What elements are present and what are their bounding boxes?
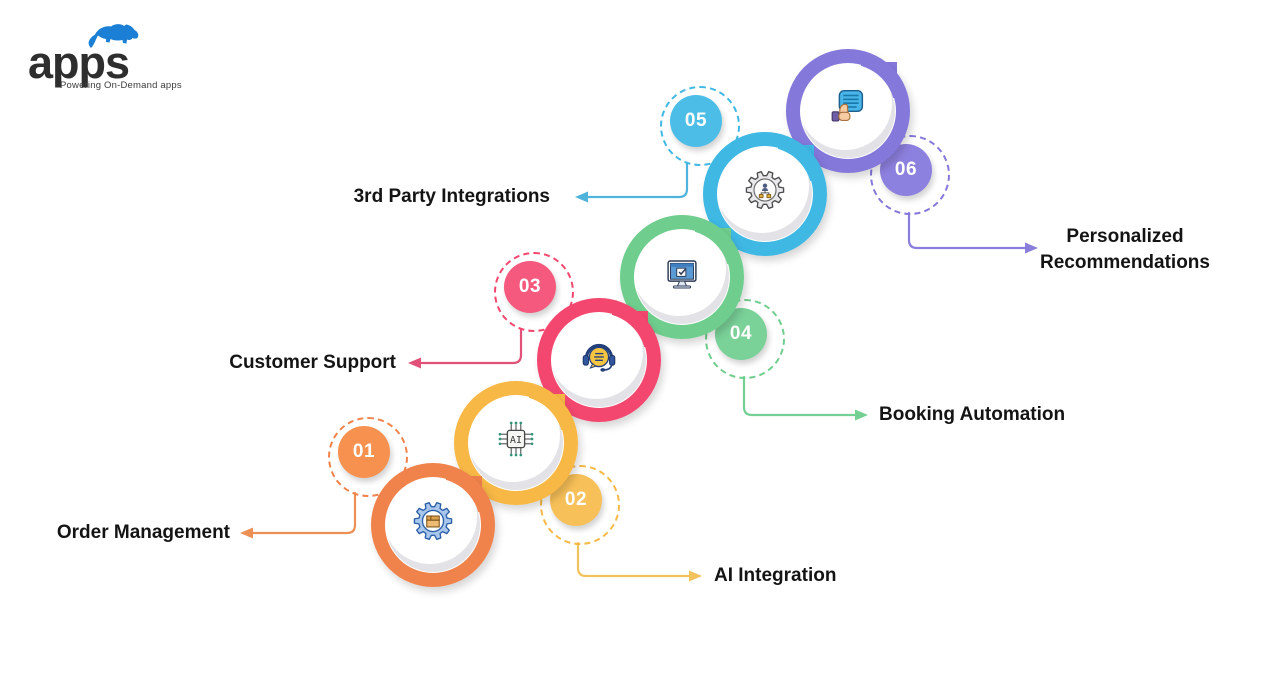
connector-arrowhead: [408, 357, 421, 369]
svg-text:AI: AI: [510, 435, 522, 446]
connector-line: [418, 327, 523, 365]
step-number-badge-personalized-recommendations: 06: [870, 135, 950, 215]
step-number-dashed-ring: [494, 252, 574, 332]
connector-line: [907, 211, 1028, 250]
step-label-booking-automation: Booking Automation: [879, 404, 1066, 425]
step-number-dashed-ring: [540, 465, 620, 545]
step-ai-integration: AI: [454, 381, 578, 505]
step-number-dashed-ring: [870, 135, 950, 215]
rhino-logo-icon: [88, 24, 139, 48]
connector-arrowhead: [575, 191, 588, 203]
connector-arrowhead: [689, 570, 702, 582]
step-number-badge-3rd-party-integrations: 05: [660, 86, 740, 166]
connector-arrowhead: [855, 409, 868, 421]
booking-automation-icon: [667, 260, 697, 289]
logo-tagline: Powering On-Demand apps: [60, 80, 182, 91]
step-number: 03: [518, 276, 542, 297]
step-number: 05: [684, 110, 708, 131]
ai-integration-icon: AI: [498, 421, 534, 457]
connector-arrowhead: [240, 527, 253, 539]
step-personalized-recommendations: [786, 49, 910, 173]
step-number-dashed-ring: [705, 299, 785, 379]
connector-line: [250, 491, 357, 535]
step-number-dashed-ring: [328, 417, 408, 497]
step-number-badge-customer-support: 03: [494, 252, 574, 332]
step-label-customer-support: Customer Support: [229, 352, 396, 373]
customer-support-icon: [582, 343, 616, 372]
step-number-circle: 04: [715, 308, 767, 360]
step-label-3rd-party-integrations: 3rd Party Integrations: [353, 186, 550, 207]
connector-line: [585, 161, 689, 199]
logo-wordmark: apps: [28, 37, 130, 88]
step-number-badge-order-management: 01: [328, 417, 408, 497]
step-customer-support: [537, 298, 661, 422]
step-number-badge-booking-automation: 04: [705, 299, 785, 379]
connector-line: [742, 375, 858, 417]
step-number: 02: [564, 489, 588, 510]
step-number: 04: [729, 323, 753, 344]
step-number: 06: [894, 159, 918, 180]
step-number-circle: 06: [880, 144, 932, 196]
connector-arrowhead: [1025, 242, 1038, 254]
order-management-icon: [413, 502, 453, 540]
third-party-integrations-icon: [745, 171, 785, 209]
step-number-dashed-ring: [660, 86, 740, 166]
step-order-management: [371, 463, 495, 587]
step-number-circle: 03: [504, 261, 556, 313]
logo: apps Powering On-Demand apps: [28, 18, 228, 98]
step-label-order-management: Order Management: [56, 522, 230, 543]
step-number-circle: 05: [670, 95, 722, 147]
step-label-personalized-recommendations: Personalized Recommendations: [1040, 226, 1210, 273]
step-number-circle: 01: [338, 426, 390, 478]
step-label-ai-integration: AI Integration: [714, 565, 837, 586]
personalized-recommendations-icon: [831, 89, 864, 122]
step-number: 01: [352, 441, 376, 462]
connector-line: [576, 541, 692, 578]
